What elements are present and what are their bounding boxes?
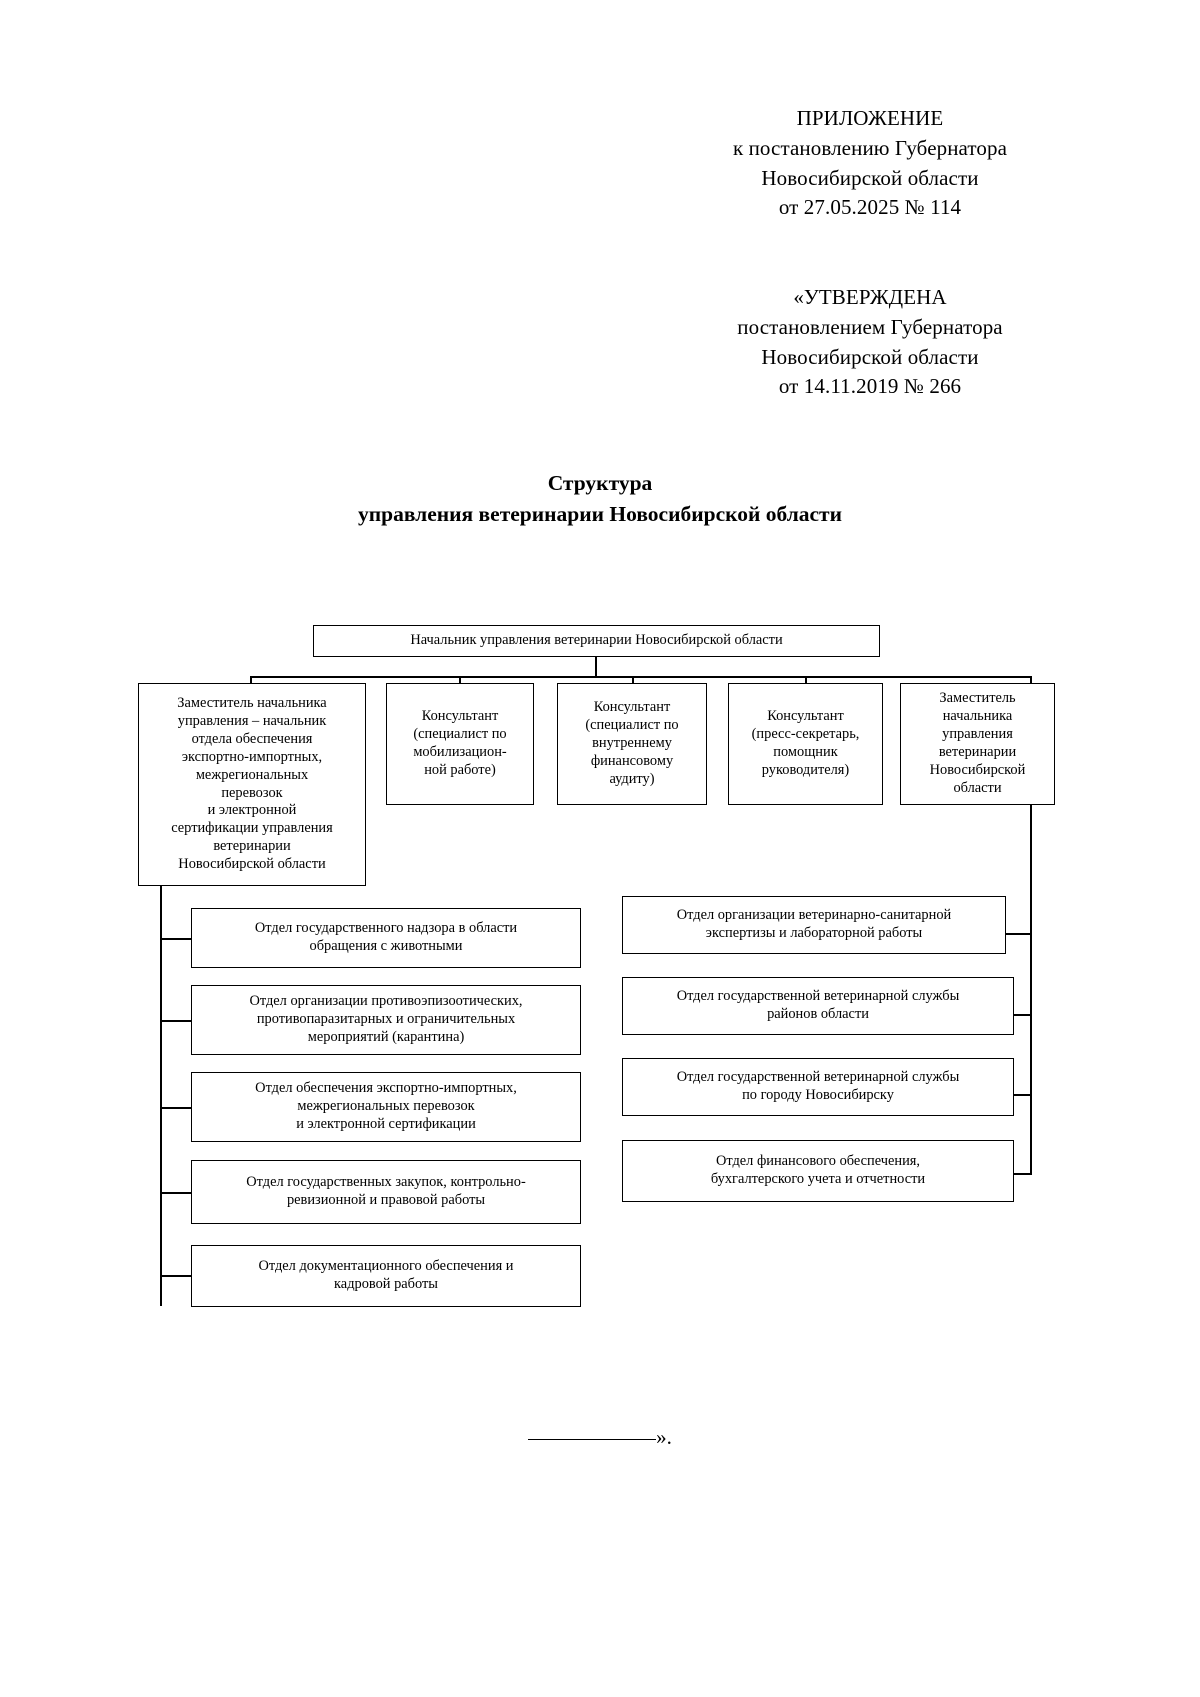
node-dept-regions-service-label: Отдел государственной ветеринарной служб… [676,988,960,1022]
approved-line-4: от 14.11.2019 № 266 [778,374,962,399]
approved-line-2: постановлением Губернатора [737,314,1003,339]
node-head-label: Начальник управления ветеринарии Новосиб… [410,632,783,649]
approved-line-3: Новосибирской области [761,344,979,369]
connector-stub-animal-supervision [160,938,192,940]
connector-stub-procurement [160,1192,192,1194]
footer-rule [528,1439,657,1440]
node-dept-documentation-label: Отдел документационного обеспечения и ка… [258,1258,514,1292]
connector-level1-bus [250,676,1030,678]
connector-drop-consultant-audit [632,676,634,684]
connector-right-spine [1030,805,1032,1174]
node-consultant-mobilization-label: Консультант (специалист по мобилизацион-… [413,708,507,778]
approved-line-1: «УТВЕРЖДЕНА [793,285,947,309]
connector-stub-regions-service [1005,1014,1032,1016]
node-dept-procurement-label: Отдел государственных закупок, контрольн… [246,1174,526,1208]
appendix-line-3: Новосибирской области [761,165,979,190]
node-deputy-export: Заместитель начальника управления – нача… [138,683,366,886]
footer-closing-quote: ». [656,1425,672,1449]
node-dept-animal-supervision: Отдел государственного надзора в области… [191,908,581,968]
connector-stub-city-service [1005,1094,1032,1096]
node-consultant-press-label: Консультант (пресс-секретарь, помощник р… [751,708,860,778]
page-title: Структура управления ветеринарии Новосиб… [0,468,1200,529]
node-head: Начальник управления ветеринарии Новосиб… [313,625,880,657]
connector-drop-consultant-mobilization [459,676,461,684]
node-dept-documentation: Отдел документационного обеспечения и ка… [191,1245,581,1307]
appendix-line-1: ПРИЛОЖЕНИЕ [796,106,944,130]
connector-left-spine [160,886,162,1306]
connector-drop-deputy-export [250,676,252,684]
connector-head-stem [595,657,597,677]
node-dept-antiepizootic-label: Отдел организации противоэпизоотических,… [249,993,523,1045]
appendix-line-4: от 27.05.2025 № 114 [778,195,962,220]
connector-stub-antiepizootic [160,1020,192,1022]
node-dept-procurement: Отдел государственных закупок, контрольн… [191,1160,581,1224]
appendix-line-2: к постановлению Губернатора [732,135,1008,160]
node-dept-animal-supervision-label: Отдел государственного надзора в области… [254,920,518,954]
node-deputy-head: Заместитель начальника управления ветери… [900,683,1055,805]
page-title-line-1: Структура [547,471,653,495]
node-dept-sanitary-expertise-label: Отдел организации ветеринарно-санитарной… [676,907,952,941]
connector-drop-deputy-head [1030,676,1032,684]
approved-header-block: «УТВЕРЖДЕНА постановлением Губернатора Н… [640,283,1100,402]
node-dept-sanitary-expertise: Отдел организации ветеринарно-санитарной… [622,896,1006,954]
node-consultant-audit: Консультант (специалист по внутреннему ф… [557,683,707,805]
footer-closing: ». [0,1425,1200,1450]
connector-stub-sanitary-expertise [1005,933,1032,935]
appendix-header-block: ПРИЛОЖЕНИЕ к постановлению Губернатора Н… [640,104,1100,223]
node-dept-finance-label: Отдел финансового обеспечения, бухгалтер… [710,1153,926,1187]
node-consultant-audit-label: Консультант (специалист по внутреннему ф… [585,699,679,787]
node-dept-antiepizootic: Отдел организации противоэпизоотических,… [191,985,581,1055]
node-consultant-mobilization: Консультант (специалист по мобилизацион-… [386,683,534,805]
node-dept-finance: Отдел финансового обеспечения, бухгалтер… [622,1140,1014,1202]
node-dept-regions-service: Отдел государственной ветеринарной служб… [622,977,1014,1035]
connector-stub-documentation [160,1275,192,1277]
connector-stub-export-import [160,1107,192,1109]
connector-stub-finance [1005,1173,1032,1175]
node-consultant-press: Консультант (пресс-секретарь, помощник р… [728,683,883,805]
connector-drop-consultant-press [805,676,807,684]
node-dept-city-service-label: Отдел государственной ветеринарной служб… [676,1069,960,1103]
node-deputy-head-label: Заместитель начальника управления ветери… [929,690,1026,796]
node-dept-export-import: Отдел обеспечения экспортно-импортных, м… [191,1072,581,1142]
node-dept-export-import-label: Отдел обеспечения экспортно-импортных, м… [255,1080,517,1132]
node-deputy-export-label: Заместитель начальника управления – нача… [171,695,333,872]
page-title-line-2: управления ветеринарии Новосибирской обл… [357,501,842,526]
node-dept-city-service: Отдел государственной ветеринарной служб… [622,1058,1014,1116]
